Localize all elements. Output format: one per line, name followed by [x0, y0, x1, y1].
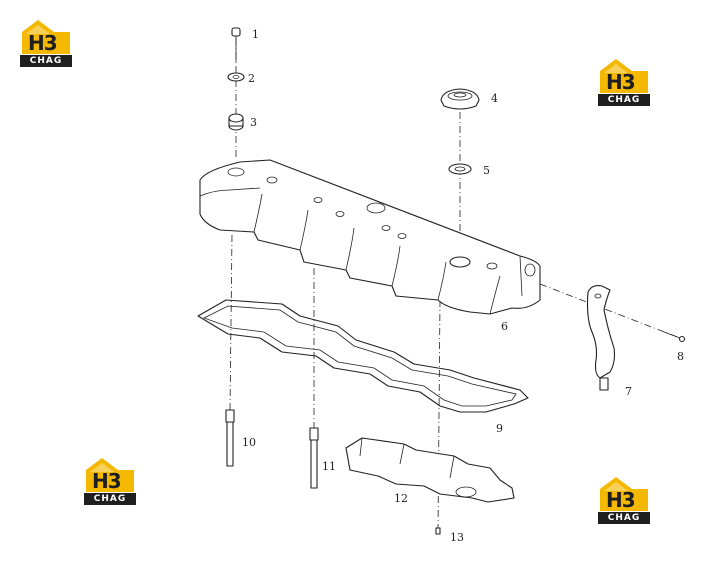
- logo-wordmark: CHAG: [20, 55, 72, 67]
- part-3-grommet: [228, 113, 244, 131]
- part-7-bracket: [586, 285, 616, 391]
- callout-9: 9: [496, 422, 503, 435]
- logo-mark: H3: [92, 469, 122, 493]
- callout-13: 13: [450, 531, 464, 544]
- logo-wordmark: CHAG: [84, 493, 136, 505]
- brand-logo-bottom-left: H3 CHAG: [82, 456, 138, 508]
- part-1-bolt: [231, 27, 241, 62]
- assembly-line-left-lower: [229, 234, 233, 411]
- part-12-baffle-plate: [345, 437, 515, 503]
- callout-10: 10: [242, 436, 256, 449]
- part-2-washer: [227, 72, 245, 82]
- logo-mark: H3: [28, 31, 58, 55]
- part-8-screw: [663, 331, 686, 343]
- callout-4: 4: [491, 92, 498, 105]
- logo-mark: H3: [606, 70, 636, 94]
- callout-7: 7: [625, 385, 632, 398]
- callout-5: 5: [483, 164, 490, 177]
- part-4-filler-cap: [440, 88, 480, 110]
- part-6-valve-cover: [199, 159, 541, 315]
- brand-logo-top-left: H3 CHAG: [18, 18, 74, 70]
- callout-6: 6: [501, 320, 508, 333]
- brand-logo-bottom-right: H3 CHAG: [596, 475, 652, 527]
- brand-logo-top-right: H3 CHAG: [596, 57, 652, 109]
- part-11-stud: [309, 427, 319, 489]
- callout-8: 8: [677, 350, 684, 363]
- logo-wordmark: CHAG: [598, 94, 650, 106]
- callout-1: 1: [252, 28, 259, 41]
- callout-3: 3: [250, 116, 257, 129]
- logo-mark: H3: [606, 488, 636, 512]
- callout-2: 2: [248, 72, 255, 85]
- part-5-seal-ring: [448, 163, 472, 175]
- callout-11: 11: [322, 460, 336, 473]
- assembly-line-bracket: [539, 283, 681, 339]
- assembly-line-right-lower: [437, 299, 441, 531]
- logo-wordmark: CHAG: [598, 512, 650, 524]
- callout-12: 12: [394, 492, 408, 505]
- part-9-gasket: [197, 299, 529, 413]
- part-13-bolt: [435, 527, 441, 535]
- part-10-stud: [225, 409, 235, 467]
